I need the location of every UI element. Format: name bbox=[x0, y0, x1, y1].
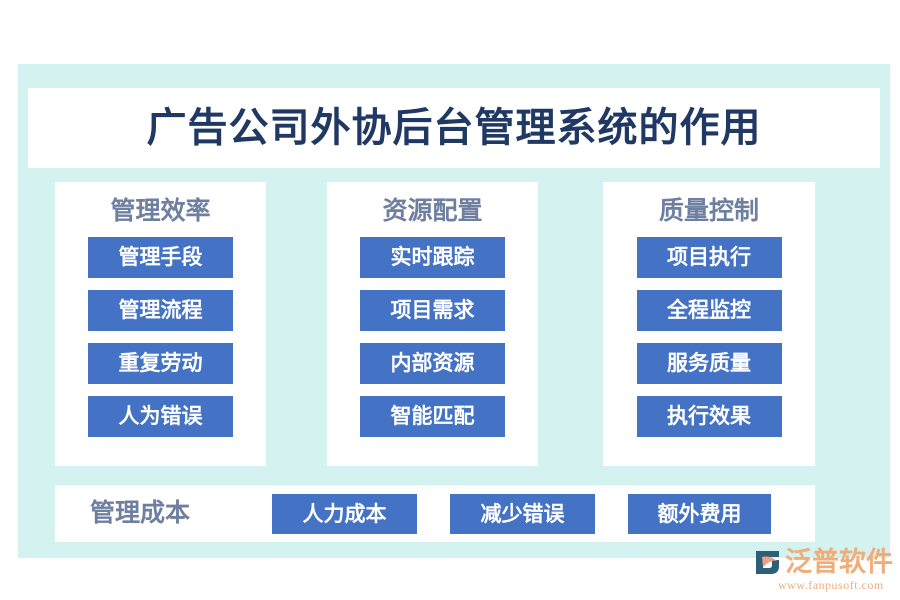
chip-item[interactable]: 服务质量 bbox=[636, 343, 782, 384]
chip-item[interactable]: 人为错误 bbox=[88, 396, 233, 437]
column-card-quality-control: 质量控制 项目执行 全程监控 服务质量 执行效果 bbox=[603, 182, 815, 466]
watermark-logo: 泛普软件 www.fanpusoft.com bbox=[753, 547, 895, 595]
column-heading: 管理效率 bbox=[110, 198, 211, 225]
chip-item[interactable]: 管理流程 bbox=[88, 290, 233, 331]
fanpu-logo-icon bbox=[756, 551, 779, 574]
bottom-chip-item[interactable]: 减少错误 bbox=[450, 494, 595, 534]
title-bar: 广告公司外协后台管理系统的作用 bbox=[28, 88, 880, 168]
bottom-chip-item[interactable]: 人力成本 bbox=[272, 494, 417, 534]
logo-row: 泛普软件 bbox=[753, 547, 893, 578]
column-heading: 资源配置 bbox=[382, 198, 483, 225]
chip-item[interactable]: 全程监控 bbox=[636, 290, 782, 331]
bottom-bar-label: 管理成本 bbox=[90, 500, 191, 527]
bottom-bar: 管理成本 人力成本 减少错误 额外费用 bbox=[55, 485, 815, 542]
page-title: 广告公司外协后台管理系统的作用 bbox=[146, 105, 762, 150]
logo-name: 泛普软件 bbox=[785, 547, 893, 577]
chip-item[interactable]: 项目执行 bbox=[636, 237, 782, 278]
chip-item[interactable]: 项目需求 bbox=[360, 290, 505, 331]
bottom-chip-item[interactable]: 额外费用 bbox=[628, 494, 771, 534]
column-card-management-efficiency: 管理效率 管理手段 管理流程 重复劳动 人为错误 bbox=[55, 182, 266, 466]
column-heading: 质量控制 bbox=[658, 198, 759, 225]
chip-item[interactable]: 执行效果 bbox=[636, 396, 782, 437]
column-card-resource-allocation: 资源配置 实时跟踪 项目需求 内部资源 智能匹配 bbox=[327, 182, 538, 466]
chip-item[interactable]: 管理手段 bbox=[88, 237, 233, 278]
chip-item[interactable]: 实时跟踪 bbox=[360, 237, 505, 278]
chip-item[interactable]: 内部资源 bbox=[360, 343, 505, 384]
logo-url: www.fanpusoft.com bbox=[778, 578, 884, 592]
columns-container: 管理效率 管理手段 管理流程 重复劳动 人为错误 资源配置 实时跟踪 项目需求 … bbox=[55, 182, 815, 466]
chip-item[interactable]: 重复劳动 bbox=[88, 343, 233, 384]
chip-item[interactable]: 智能匹配 bbox=[360, 396, 505, 437]
